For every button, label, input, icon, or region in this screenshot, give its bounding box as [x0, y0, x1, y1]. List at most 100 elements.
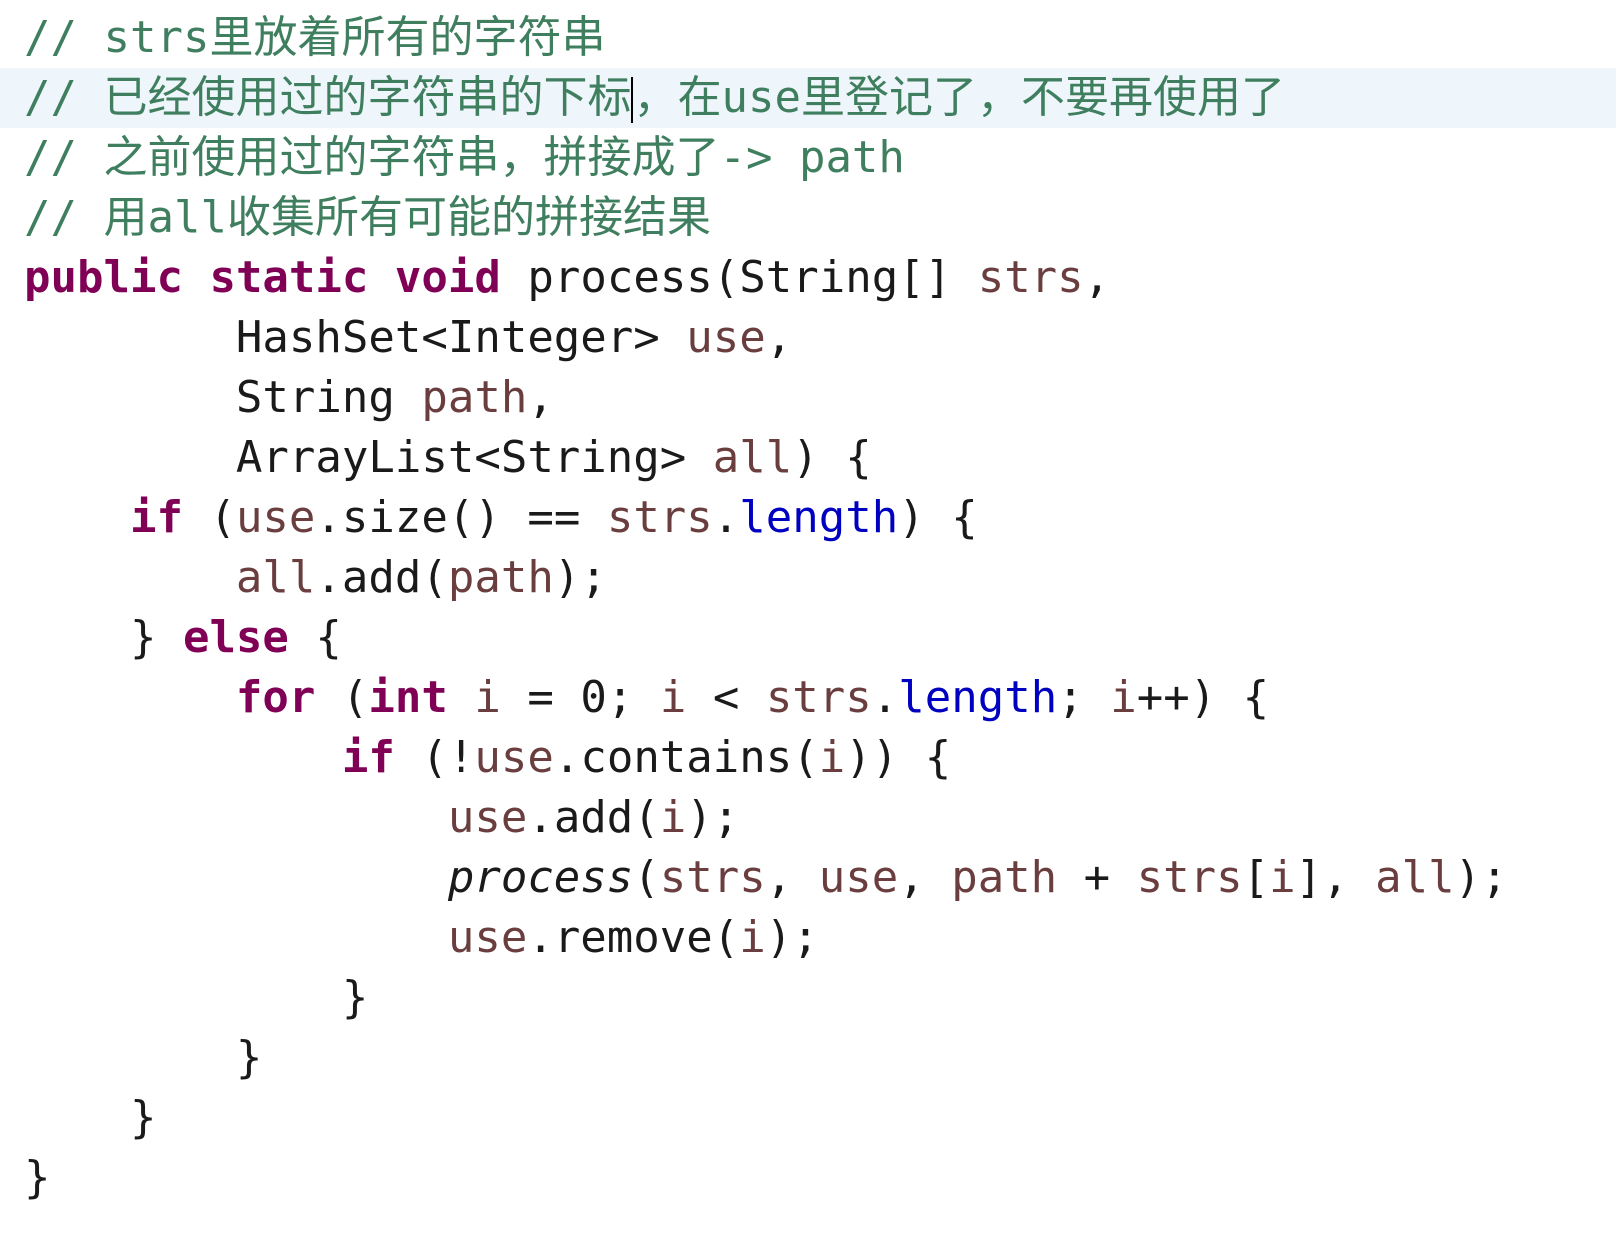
code-token: path	[421, 372, 528, 423]
code-token: (	[633, 852, 660, 903]
code-token: 之前使用过的字符串，拼接成了	[103, 132, 720, 183]
code-token: path	[951, 852, 1058, 903]
code-line-text: // strs里放着所有的字符串	[24, 8, 605, 68]
code-token: strs	[103, 12, 210, 63]
code-line[interactable]: use.add(i);	[0, 788, 1616, 848]
code-token: i	[474, 672, 501, 723]
code-token: );	[1454, 852, 1508, 903]
code-line-current[interactable]: // 已经使用过的字符串的下标，在use里登记了，不要再使用了	[0, 68, 1616, 128]
code-token: all	[1375, 852, 1455, 903]
code-token: use	[721, 72, 801, 123]
code-token	[24, 552, 236, 603]
code-token: .contains(	[553, 732, 819, 783]
code-token: //	[24, 12, 104, 63]
code-line[interactable]: if (!use.contains(i)) {	[0, 728, 1616, 788]
code-line[interactable]: public static void process(String[] strs…	[0, 248, 1616, 308]
code-line[interactable]: use.remove(i);	[0, 908, 1616, 968]
code-line[interactable]: String path,	[0, 368, 1616, 428]
code-line[interactable]: }	[0, 1148, 1616, 1208]
code-token: ,	[527, 372, 554, 423]
code-token: <	[686, 672, 766, 723]
code-token: i	[1110, 672, 1137, 723]
code-token: //	[24, 72, 104, 123]
code-line[interactable]: // strs里放着所有的字符串	[0, 8, 1616, 68]
code-token: else	[182, 612, 289, 663]
code-line[interactable]: }	[0, 968, 1616, 1028]
code-token	[24, 672, 236, 723]
code-token: [	[1242, 852, 1270, 903]
code-token: process(String[]	[500, 252, 978, 303]
code-token: all	[147, 192, 227, 243]
code-token: .	[712, 492, 740, 543]
code-line-text: // 已经使用过的字符串的下标，在use里登记了，不要再使用了	[24, 68, 1285, 128]
code-line[interactable]: if (use.size() == strs.length) {	[0, 488, 1616, 548]
code-token: 里放着所有的字符串	[209, 12, 606, 63]
code-token: }	[24, 1092, 157, 1143]
code-token: if	[129, 492, 183, 543]
code-token: ,	[898, 852, 952, 903]
code-line[interactable]: for (int i = 0; i < strs.length; i++) {	[0, 668, 1616, 728]
code-line-text: public static void process(String[] strs…	[24, 248, 1110, 308]
code-token: public	[24, 252, 183, 303]
code-line[interactable]: // 之前使用过的字符串，拼接成了-> path	[0, 128, 1616, 188]
code-token: use	[818, 852, 899, 903]
code-token	[24, 852, 448, 903]
code-line-text: String path,	[24, 368, 554, 428]
code-token: }	[24, 1032, 263, 1083]
code-token: static	[209, 252, 369, 303]
code-token	[183, 252, 210, 303]
code-token: .remove(	[527, 912, 740, 963]
code-token: ,	[1083, 252, 1111, 303]
code-line[interactable]: }	[0, 1088, 1616, 1148]
code-token: )) {	[845, 732, 952, 783]
code-token: HashSet<Integer>	[24, 312, 687, 363]
code-line-text: ArrayList<String> all) {	[24, 428, 872, 488]
code-token: //	[24, 132, 104, 183]
code-line-text: for (int i = 0; i < strs.length; i++) {	[24, 668, 1269, 728]
code-token: -> path	[719, 132, 905, 183]
code-token: (!	[394, 732, 475, 783]
code-token: void	[394, 252, 501, 303]
code-line-text: process(strs, use, path + strs[i], all);	[24, 848, 1508, 908]
code-line[interactable]: } else {	[0, 608, 1616, 668]
code-line[interactable]: process(strs, use, path + strs[i], all);	[0, 848, 1616, 908]
code-line[interactable]: }	[0, 1028, 1616, 1088]
code-line-text: // 用all收集所有可能的拼接结果	[24, 188, 711, 248]
code-token: ++) {	[1136, 672, 1270, 723]
code-token: ，在	[633, 72, 722, 123]
code-token: use	[447, 792, 528, 843]
code-line-text: use.remove(i);	[24, 908, 819, 968]
code-token: ) {	[898, 492, 978, 543]
code-line-text: use.add(i);	[24, 788, 739, 848]
code-line-text: }	[24, 968, 369, 1028]
code-token: int	[368, 672, 448, 723]
code-token: use	[235, 492, 316, 543]
code-token: use	[474, 732, 554, 783]
code-token: ) {	[792, 432, 872, 483]
code-token	[24, 792, 448, 843]
code-line[interactable]: // 用all收集所有可能的拼接结果	[0, 188, 1616, 248]
code-line-text: }	[24, 1028, 263, 1088]
code-token: ],	[1295, 852, 1376, 903]
code-token	[24, 732, 342, 783]
code-token: );	[686, 792, 740, 843]
code-line-text: } else {	[24, 608, 342, 668]
code-token: .size() ==	[315, 492, 607, 543]
code-line[interactable]: HashSet<Integer> use,	[0, 308, 1616, 368]
code-token: 用	[103, 192, 148, 243]
code-token: length	[898, 672, 1058, 723]
code-line[interactable]: ArrayList<String> all) {	[0, 428, 1616, 488]
code-token	[24, 912, 448, 963]
code-token: length	[739, 492, 899, 543]
code-line-text: HashSet<Integer> use,	[24, 308, 792, 368]
code-line[interactable]: all.add(path);	[0, 548, 1616, 608]
code-token: +	[1057, 852, 1137, 903]
code-token: i	[739, 912, 766, 963]
code-token: all	[712, 432, 793, 483]
code-token: strs	[1136, 852, 1243, 903]
code-token: strs	[977, 252, 1084, 303]
code-token: ,	[765, 312, 793, 363]
code-token: all	[235, 552, 316, 603]
code-line-text: if (!use.contains(i)) {	[24, 728, 951, 788]
